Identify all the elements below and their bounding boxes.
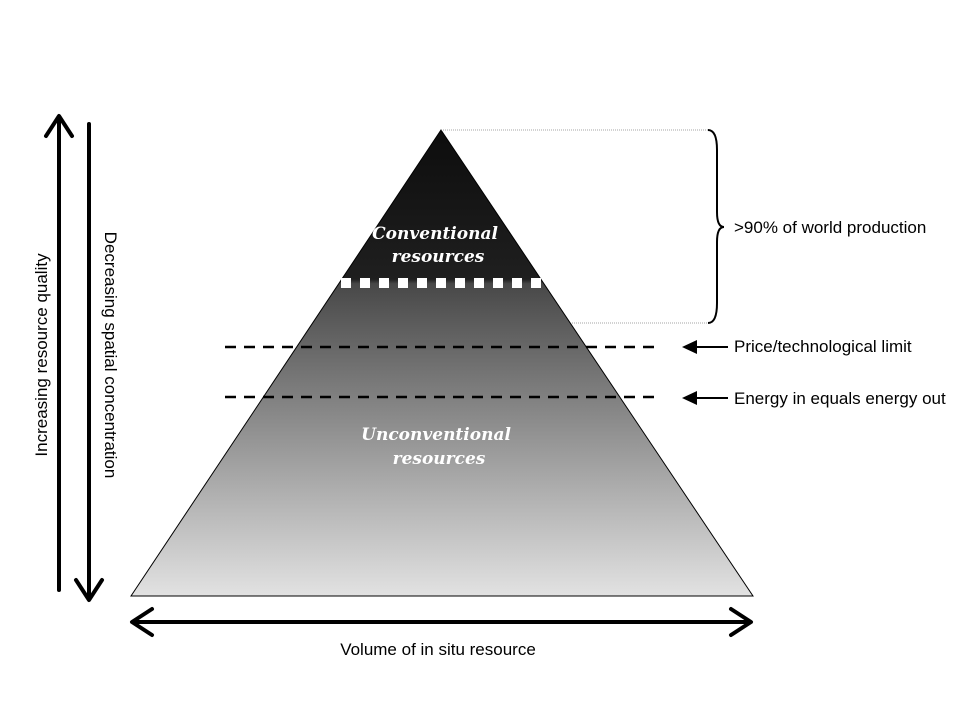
quality-axis-label: Increasing resource quality xyxy=(32,253,51,457)
energy-limit-label: Energy in equals energy out xyxy=(734,389,946,408)
resource-quality-arrow xyxy=(44,114,74,592)
unconventional-label: Unconventional resources xyxy=(361,425,517,469)
price-limit-label: Price/technological limit xyxy=(734,337,912,356)
concentration-axis-label: Decreasing spatial concentration xyxy=(101,232,120,479)
world-production-brace xyxy=(707,129,725,324)
volume-double-arrow xyxy=(130,607,753,637)
conventional-label: Conventional resources xyxy=(372,224,504,267)
spatial-concentration-arrow xyxy=(74,122,104,602)
resource-pyramid xyxy=(130,129,754,597)
energy-limit-arrow xyxy=(682,391,728,405)
world-production-label: >90% of world production xyxy=(734,218,926,237)
x-axis-label: Volume of in situ resource xyxy=(340,640,536,659)
price-limit-arrow xyxy=(682,340,728,354)
